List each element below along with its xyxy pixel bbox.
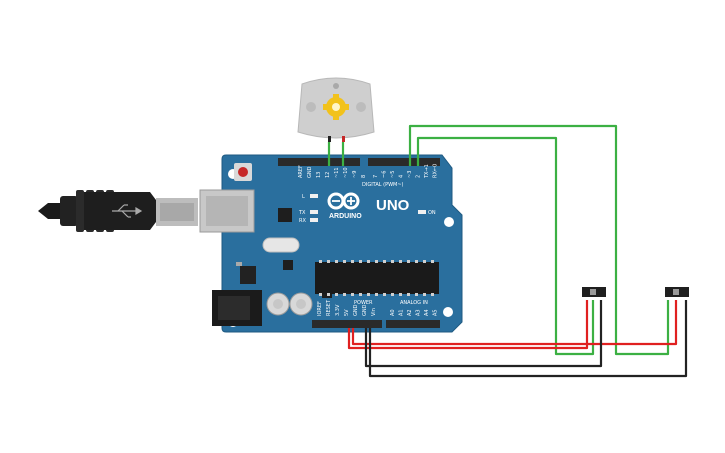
pin-label-5: ~5 bbox=[390, 171, 396, 178]
pin-label-2: 2 bbox=[416, 175, 422, 178]
usb-symbol-icon bbox=[112, 204, 143, 218]
usb-chip bbox=[278, 208, 292, 222]
power-wire-5v-2 bbox=[351, 300, 678, 346]
digital-header-label: DIGITAL (PWM~) bbox=[362, 182, 404, 188]
pin-label-12: 12 bbox=[325, 172, 331, 178]
led-rx-label: RX bbox=[299, 218, 306, 224]
pin-label-gnd: GND bbox=[353, 304, 359, 316]
board-brand: ARDUINO bbox=[329, 213, 362, 220]
pin-label-3: ~3 bbox=[407, 171, 413, 178]
ground-wire bbox=[364, 300, 603, 368]
pin-label-13: 13 bbox=[316, 172, 322, 178]
pin-label-gnd: GND bbox=[362, 304, 368, 316]
gear-icon bbox=[323, 94, 349, 120]
pin-label-5v: 5V bbox=[344, 309, 350, 316]
pin-label-a0: A0 bbox=[390, 309, 396, 316]
led-tx-label: TX bbox=[298, 210, 306, 216]
pin-label-vin: Vin bbox=[371, 308, 377, 316]
power-header-label: POWER bbox=[354, 300, 373, 306]
reset-button[interactable] bbox=[234, 163, 252, 181]
smd-component bbox=[283, 260, 293, 270]
board-model: UNO bbox=[376, 197, 410, 214]
led-on-label: ON bbox=[428, 210, 436, 216]
pin-label-aref: AREF bbox=[298, 165, 304, 178]
atmega-chip bbox=[315, 262, 439, 294]
pin-label-rx0: RX←0 bbox=[433, 164, 439, 178]
power-header[interactable] bbox=[312, 320, 382, 328]
pin-label-a3: A3 bbox=[416, 309, 422, 316]
analog-header-label: ANALOG IN bbox=[400, 300, 428, 306]
status-leds: L TX RX ON bbox=[298, 194, 436, 224]
led-l-label: L bbox=[302, 194, 305, 200]
mounting-hole bbox=[444, 217, 454, 227]
pin-label-9: ~9 bbox=[352, 171, 358, 178]
pin-label-33v: 3.3V bbox=[335, 304, 341, 316]
pin-label-10: ~10 bbox=[343, 167, 349, 178]
mounting-hole bbox=[443, 307, 453, 317]
pin-label-a2: A2 bbox=[407, 309, 413, 316]
power-wire-5v bbox=[347, 300, 589, 350]
pin-label-a4: A4 bbox=[424, 309, 430, 316]
pin-label-gnd: GND bbox=[307, 166, 313, 178]
analog-header[interactable] bbox=[386, 320, 440, 328]
crystal-oscillator bbox=[262, 237, 300, 253]
usb-cable[interactable] bbox=[38, 190, 198, 232]
slide-switch-1[interactable] bbox=[582, 287, 606, 297]
dc-motor[interactable] bbox=[297, 77, 375, 142]
pin-label-reset: RESET bbox=[326, 299, 332, 316]
digital-header[interactable] bbox=[278, 158, 440, 166]
pin-label-tx1: TX→1 bbox=[424, 164, 430, 179]
ground-wire-2 bbox=[368, 300, 688, 378]
pin-label-ioref: IOREF bbox=[317, 301, 323, 316]
pin-label-a5: A5 bbox=[433, 309, 439, 316]
pin-label-6: ~6 bbox=[382, 171, 388, 178]
pin-label-8: 8 bbox=[361, 175, 367, 178]
pin-label-7: 7 bbox=[373, 175, 379, 178]
pin-label-a1: A1 bbox=[399, 309, 405, 316]
pin-label-4: 4 bbox=[399, 175, 405, 178]
slide-switch-2[interactable] bbox=[665, 287, 689, 297]
voltage-regulator bbox=[240, 266, 256, 284]
pin-label-11: ~11 bbox=[334, 167, 340, 178]
wires bbox=[327, 124, 688, 378]
arduino-logo-icon bbox=[327, 192, 360, 210]
